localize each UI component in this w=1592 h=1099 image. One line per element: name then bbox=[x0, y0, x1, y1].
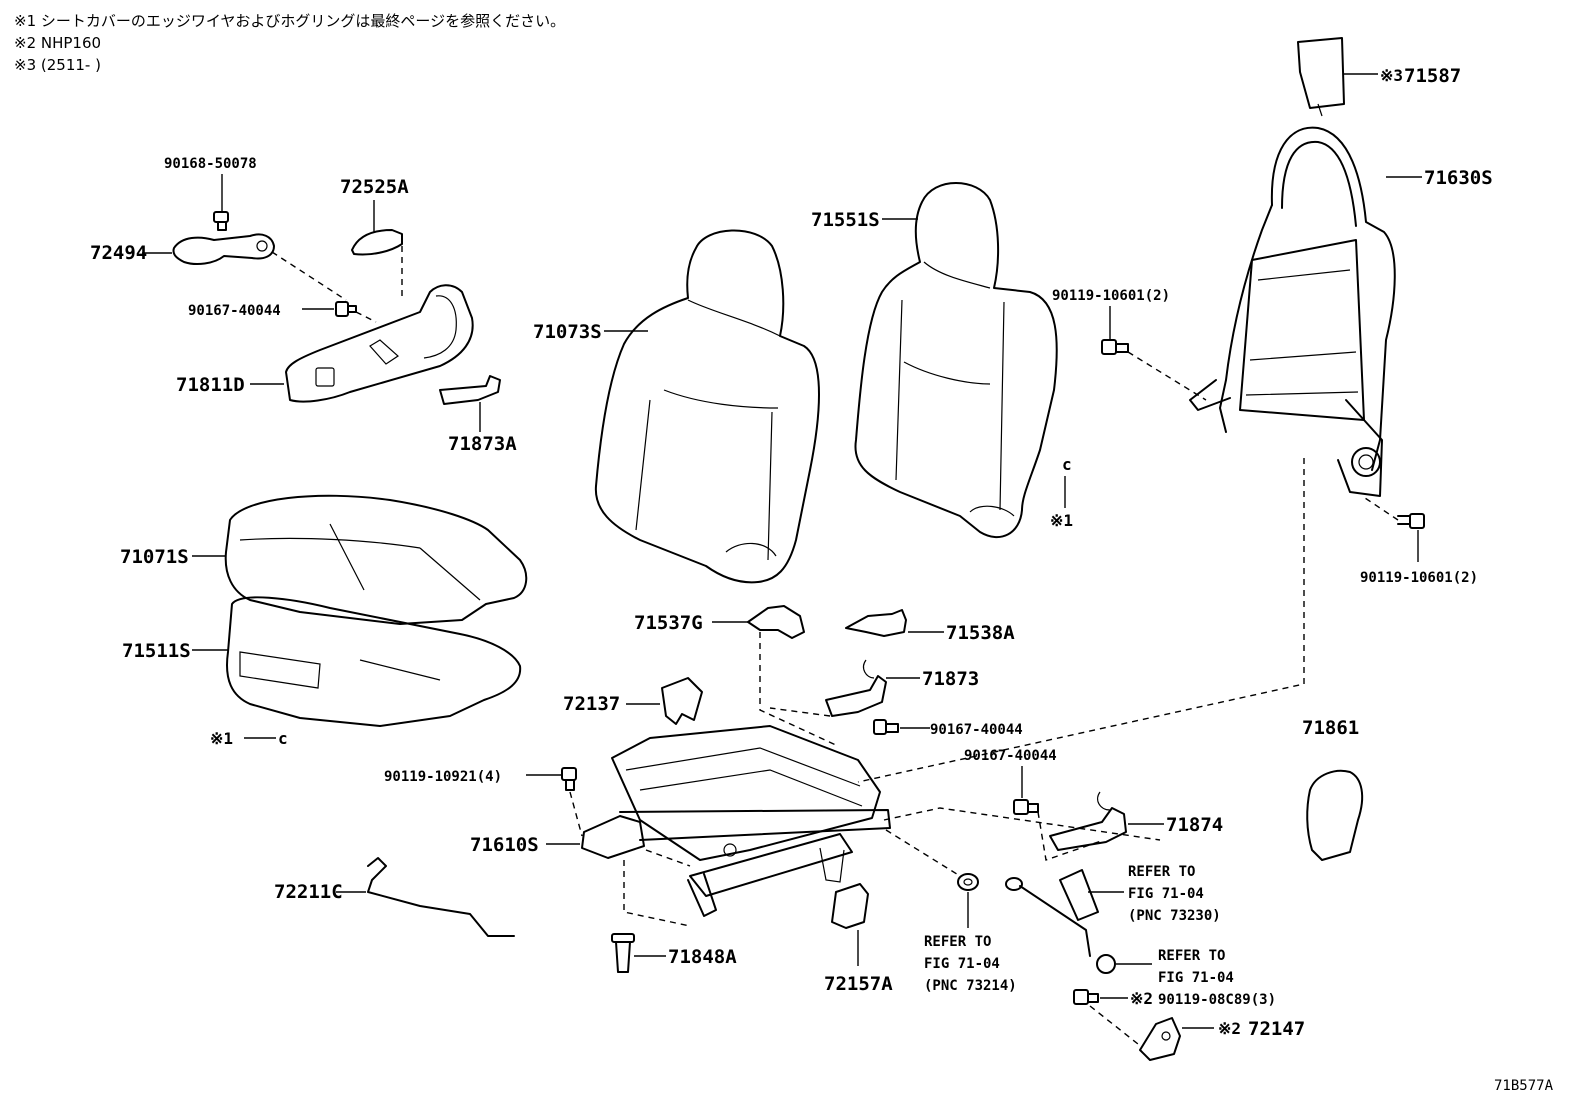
part-90167-40044-a-shape[interactable] bbox=[335, 301, 357, 317]
svg-text:c: c bbox=[1062, 455, 1072, 474]
part-71587-label[interactable]: 71587 bbox=[1404, 65, 1461, 87]
part-71587-shape[interactable] bbox=[1297, 37, 1345, 117]
part-72137-label[interactable]: 72137 bbox=[563, 693, 620, 715]
part-71861-shape[interactable] bbox=[1306, 769, 1364, 861]
part-72137-shape[interactable] bbox=[661, 677, 703, 725]
part-71551S-shape[interactable] bbox=[854, 182, 1058, 538]
part-90119-08C89-mark: ※2 bbox=[1130, 989, 1153, 1008]
figure-id: 71B577A bbox=[1494, 1078, 1554, 1094]
part-71610S-shape[interactable] bbox=[581, 725, 891, 917]
part-90168-50078-label[interactable]: 90168-50078 bbox=[164, 156, 257, 172]
part-72494-label[interactable]: 72494 bbox=[90, 242, 147, 264]
part-90167-40044-a-label[interactable]: 90167-40044 bbox=[188, 303, 281, 319]
part-90167-40044-c-shape[interactable] bbox=[1013, 799, 1039, 815]
note-3: ※3 (2511- ) bbox=[14, 56, 101, 74]
refer-73214-line3: (PNC 73214) bbox=[924, 978, 1017, 994]
refer-73230-line2: FIG 71-04 bbox=[1128, 886, 1204, 902]
refer-3-line1: REFER TO bbox=[1158, 948, 1225, 964]
part-71071S-shape[interactable] bbox=[224, 494, 528, 625]
part-71537G-shape[interactable] bbox=[747, 605, 805, 639]
mark-1-lower: ※1 bbox=[210, 729, 233, 748]
part-72494-shape[interactable] bbox=[172, 233, 275, 265]
part-71848A-label[interactable]: 71848A bbox=[668, 946, 737, 968]
part-71873A-label[interactable]: 71873A bbox=[448, 433, 517, 455]
part-90119-08C89-label[interactable]: 90119-08C89(3) bbox=[1158, 992, 1276, 1008]
part-72147-mark: ※2 bbox=[1218, 1019, 1241, 1038]
refer-73214-line2: FIG 71-04 bbox=[924, 956, 1000, 972]
part-71587-mark: ※3 bbox=[1380, 66, 1403, 85]
part-72147-label[interactable]: 72147 bbox=[1248, 1018, 1305, 1040]
part-90119-10921-label[interactable]: 90119-10921(4) bbox=[384, 769, 502, 785]
notes-block: ※1 シートカバーのエッジワイヤおよびホグリングは最終ページを参照ください。 ※… bbox=[14, 10, 565, 76]
part-71630S-shape[interactable] bbox=[1189, 126, 1396, 497]
part-71861-label[interactable]: 71861 bbox=[1302, 717, 1359, 739]
part-90119-10921-shape[interactable] bbox=[561, 767, 577, 791]
part-90119-10601-a-shape[interactable] bbox=[1101, 339, 1129, 355]
part-71874-shape[interactable] bbox=[1049, 791, 1127, 851]
part-90119-10601-b-label[interactable]: 90119-10601(2) bbox=[1360, 570, 1478, 586]
part-90119-10601-b-shape[interactable] bbox=[1397, 513, 1425, 529]
refer-73230-line1: REFER TO bbox=[1128, 864, 1195, 880]
part-71848A-shape[interactable] bbox=[611, 933, 635, 973]
part-71538A-label[interactable]: 71538A bbox=[946, 622, 1015, 644]
part-90119-10601-a-label[interactable]: 90119-10601(2) bbox=[1052, 288, 1170, 304]
part-72211C-shape[interactable] bbox=[367, 857, 515, 937]
part-90119-08C89-shape[interactable] bbox=[1073, 989, 1099, 1005]
part-72525A-shape[interactable] bbox=[351, 229, 403, 256]
washer-shape[interactable] bbox=[957, 873, 979, 891]
part-72147-shape[interactable] bbox=[1139, 1017, 1181, 1061]
part-72525A-label[interactable]: 72525A bbox=[340, 176, 409, 198]
part-71630S-label[interactable]: 71630S bbox=[1424, 167, 1493, 189]
nut-shape[interactable] bbox=[1096, 954, 1116, 974]
part-71610S-label[interactable]: 71610S bbox=[470, 834, 539, 856]
part-90167-40044-b-shape[interactable] bbox=[873, 719, 899, 735]
part-71537G-label[interactable]: 71537G bbox=[634, 612, 703, 634]
part-71511S-shape[interactable] bbox=[226, 596, 522, 727]
seat-belt-buckle-shape[interactable] bbox=[1005, 869, 1099, 957]
note-1: ※1 シートカバーのエッジワイヤおよびホグリングは最終ページを参照ください。 bbox=[14, 12, 566, 30]
part-71073S-shape[interactable] bbox=[594, 229, 820, 584]
part-71873A-shape[interactable] bbox=[439, 375, 501, 405]
part-71874-label[interactable]: 71874 bbox=[1166, 814, 1223, 836]
part-90168-50078-shape[interactable] bbox=[213, 211, 229, 231]
part-72157A-shape[interactable] bbox=[831, 883, 869, 929]
part-90167-40044-c-label[interactable]: 90167-40044 bbox=[964, 748, 1057, 764]
refer-3-line2: FIG 71-04 bbox=[1158, 970, 1234, 986]
part-71811D-shape[interactable] bbox=[285, 284, 474, 403]
part-71073S-label[interactable]: 71073S bbox=[533, 321, 602, 343]
mark-1-upper: ※1 bbox=[1050, 511, 1073, 530]
part-71538A-shape[interactable] bbox=[845, 609, 907, 637]
part-72211C-label[interactable]: 72211C bbox=[274, 881, 343, 903]
part-71873-shape[interactable] bbox=[825, 659, 887, 717]
part-71811D-label[interactable]: 71811D bbox=[176, 374, 245, 396]
part-71551S-label[interactable]: 71551S bbox=[811, 209, 880, 231]
part-71511S-label[interactable]: 71511S bbox=[122, 640, 191, 662]
part-72157A-label[interactable]: 72157A bbox=[824, 973, 893, 995]
note-2: ※2 NHP160 bbox=[14, 34, 102, 52]
refer-73230-line3: (PNC 73230) bbox=[1128, 908, 1221, 924]
svg-text:c: c bbox=[278, 729, 288, 748]
part-71071S-label[interactable]: 71071S bbox=[120, 546, 189, 568]
part-90167-40044-b-label[interactable]: 90167-40044 bbox=[930, 722, 1023, 738]
part-71873-label[interactable]: 71873 bbox=[922, 668, 979, 690]
refer-73214-line1: REFER TO bbox=[924, 934, 991, 950]
